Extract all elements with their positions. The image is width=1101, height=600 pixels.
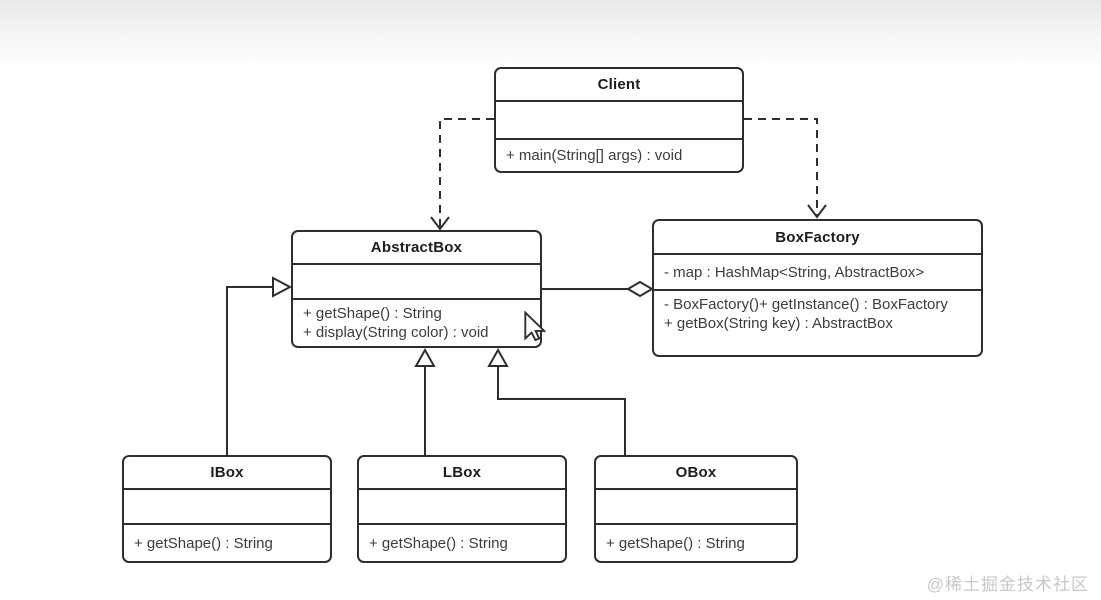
class-methods-ibox: + getShape() : String	[124, 525, 330, 561]
class-title-lbox: LBox	[359, 457, 565, 490]
hollow-diamond-icon	[626, 280, 654, 298]
class-ibox: IBox + getShape() : String	[122, 455, 332, 563]
generalization-obox-to-abstractbox	[497, 366, 626, 455]
method-label: + main(String[] args) : void	[506, 147, 683, 164]
open-arrowhead-icon	[430, 216, 450, 231]
class-methods-abstractbox: + getShape() : String + display(String c…	[293, 300, 540, 346]
generalization-ibox-to-abstractbox	[226, 286, 273, 455]
mouse-cursor-icon	[524, 310, 547, 346]
top-gradient-band	[0, 0, 1101, 68]
class-attributes-boxfactory: - map : HashMap<String, AbstractBox>	[654, 255, 981, 291]
class-methods-client: + main(String[] args) : void	[496, 140, 742, 171]
watermark-text: @稀土掘金技术社区	[926, 575, 1089, 594]
method-label: + display(String color) : void	[303, 324, 489, 341]
class-title-obox: OBox	[596, 457, 796, 490]
attribute-label: - map : HashMap<String, AbstractBox>	[664, 263, 925, 281]
class-attributes-lbox	[359, 490, 565, 525]
dependency-client-to-boxfactory	[744, 118, 818, 215]
method-label: + getShape() : String	[369, 534, 508, 552]
hollow-triangle-icon	[487, 347, 509, 367]
class-methods-boxfactory: - BoxFactory()+ getInstance() : BoxFacto…	[654, 291, 981, 355]
dependency-client-to-abstractbox	[439, 118, 494, 227]
class-attributes-obox	[596, 490, 796, 525]
class-lbox: LBox + getShape() : String	[357, 455, 567, 563]
class-title-boxfactory: BoxFactory	[654, 221, 981, 255]
class-title-client: Client	[496, 69, 742, 102]
hollow-triangle-icon	[414, 347, 436, 367]
hollow-triangle-icon	[272, 276, 293, 298]
class-attributes-abstractbox	[293, 265, 540, 300]
class-client: Client + main(String[] args) : void	[494, 67, 744, 173]
class-methods-lbox: + getShape() : String	[359, 525, 565, 561]
class-title-ibox: IBox	[124, 457, 330, 490]
class-boxfactory: BoxFactory - map : HashMap<String, Abstr…	[652, 219, 983, 357]
class-title-abstractbox: AbstractBox	[293, 232, 540, 265]
method-label: + getShape() : String	[134, 534, 273, 552]
method-label: + getShape() : String	[606, 534, 745, 552]
class-attributes-client	[496, 102, 742, 140]
class-abstractbox: AbstractBox + getShape() : String + disp…	[291, 230, 542, 348]
class-obox: OBox + getShape() : String	[594, 455, 798, 563]
method-label: + getBox(String key) : AbstractBox	[664, 315, 893, 332]
class-attributes-ibox	[124, 490, 330, 525]
class-methods-obox: + getShape() : String	[596, 525, 796, 561]
open-arrowhead-icon	[807, 204, 827, 219]
method-label: - BoxFactory()+ getInstance() : BoxFacto…	[664, 296, 948, 313]
method-label: + getShape() : String	[303, 305, 442, 322]
